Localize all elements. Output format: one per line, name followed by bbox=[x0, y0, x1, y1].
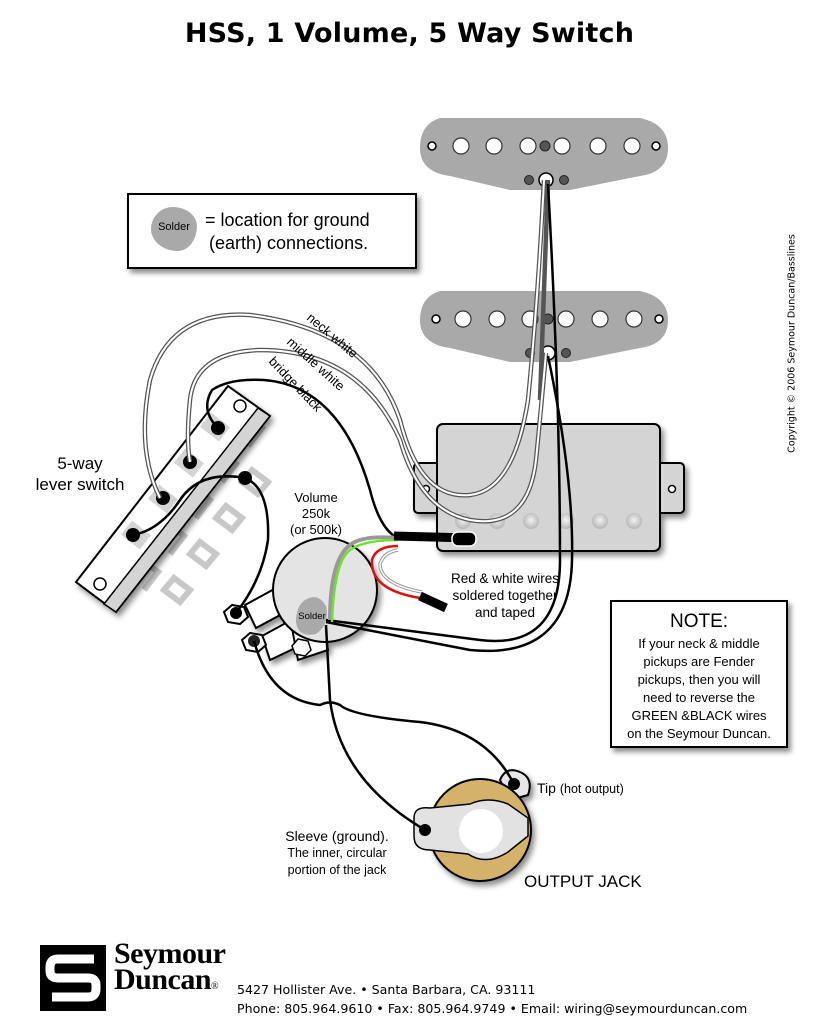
switch-label: 5-way lever switch bbox=[20, 453, 140, 495]
copyright: Copyright © 2006 Seymour Duncan/Bassline… bbox=[782, 232, 802, 464]
neck-pickup bbox=[420, 118, 668, 190]
sleeve-detail-line-1: The inner, circular bbox=[287, 846, 387, 860]
registered-mark: ® bbox=[211, 981, 219, 992]
red-white-line-1: Red & white wires bbox=[450, 571, 560, 586]
note-line: on the Seymour Duncan. bbox=[627, 726, 771, 741]
legend-line-1: = location for ground bbox=[205, 210, 370, 230]
note-body: If your neck & middle pickups are Fender… bbox=[612, 635, 786, 743]
footer-address: 5427 Hollister Ave. • Santa Barbara, CA.… bbox=[237, 982, 536, 997]
red-white-line-2: soldered together bbox=[452, 588, 558, 603]
legend-line-2: (earth) connections. bbox=[209, 233, 369, 253]
brand-line-1: Seymour bbox=[114, 937, 226, 970]
black-wires bbox=[132, 183, 574, 832]
brand-name: Seymour Duncan® bbox=[114, 937, 226, 1000]
solder-blob-icon: Solder bbox=[151, 207, 197, 251]
tip-label-main: Tip bbox=[537, 780, 556, 796]
footer-contact: 5427 Hollister Ave. • Santa Barbara, CA.… bbox=[237, 980, 747, 1018]
note-line: pickups, then you will bbox=[637, 672, 761, 687]
solder-legend: Solder = location for ground (earth) con… bbox=[127, 193, 417, 269]
red-white-line-3: and taped bbox=[474, 605, 536, 620]
note-title: NOTE: bbox=[669, 611, 729, 632]
sleeve-label-main: Sleeve (ground). bbox=[285, 828, 389, 844]
sleeve-detail-line-2: portion of the jack bbox=[287, 863, 387, 877]
output-jack bbox=[413, 769, 532, 882]
note-box: NOTE: If your neck & middle pickups are … bbox=[610, 600, 788, 748]
five-way-switch bbox=[74, 384, 273, 614]
sleeve-label: Sleeve (ground). The inner, circular por… bbox=[272, 828, 402, 879]
volume-label-line-2: 250k bbox=[301, 506, 331, 521]
pot-solder-label: Solder bbox=[298, 611, 325, 622]
note-line: GREEN &BLACK wires bbox=[631, 708, 767, 723]
note-line: pickups are Fender bbox=[643, 654, 755, 669]
switch-label-line-1: 5-way bbox=[57, 454, 103, 473]
volume-label-line-3: (or 500k) bbox=[289, 522, 343, 537]
volume-pot bbox=[222, 537, 378, 662]
footer-phone-fax-email: Phone: 805.964.9610 • Fax: 805.964.9749 … bbox=[237, 1001, 748, 1016]
wire-labels: neck white middle white bridge black bbox=[266, 310, 361, 415]
bridge-humbucker bbox=[413, 423, 685, 552]
tip-label: Tip (hot output) bbox=[537, 780, 624, 796]
legend-text: = location for ground (earth) connection… bbox=[205, 209, 370, 255]
seymour-duncan-logo-icon bbox=[40, 945, 106, 1011]
note-line: need to reverse the bbox=[642, 690, 756, 705]
volume-label-line-1: Volume bbox=[294, 490, 338, 505]
solder-blob-label: Solder bbox=[158, 221, 190, 233]
page-title: HSS, 1 Volume, 5 Way Switch bbox=[184, 18, 635, 49]
note-line: If your neck & middle bbox=[638, 636, 760, 651]
humbucker-leads bbox=[328, 531, 477, 623]
brand-line-2: Duncan bbox=[114, 963, 212, 996]
output-jack-label: OUTPUT JACK bbox=[524, 872, 642, 891]
red-white-note: Red & white wires soldered together and … bbox=[430, 570, 580, 621]
switch-label-line-2: lever switch bbox=[35, 475, 125, 494]
tip-label-detail: (hot output) bbox=[559, 782, 624, 796]
copyright-text: Copyright © 2006 Seymour Duncan/Bassline… bbox=[786, 234, 798, 453]
volume-label: Volume 250k (or 500k) bbox=[276, 490, 356, 538]
white-wires bbox=[142, 179, 551, 524]
